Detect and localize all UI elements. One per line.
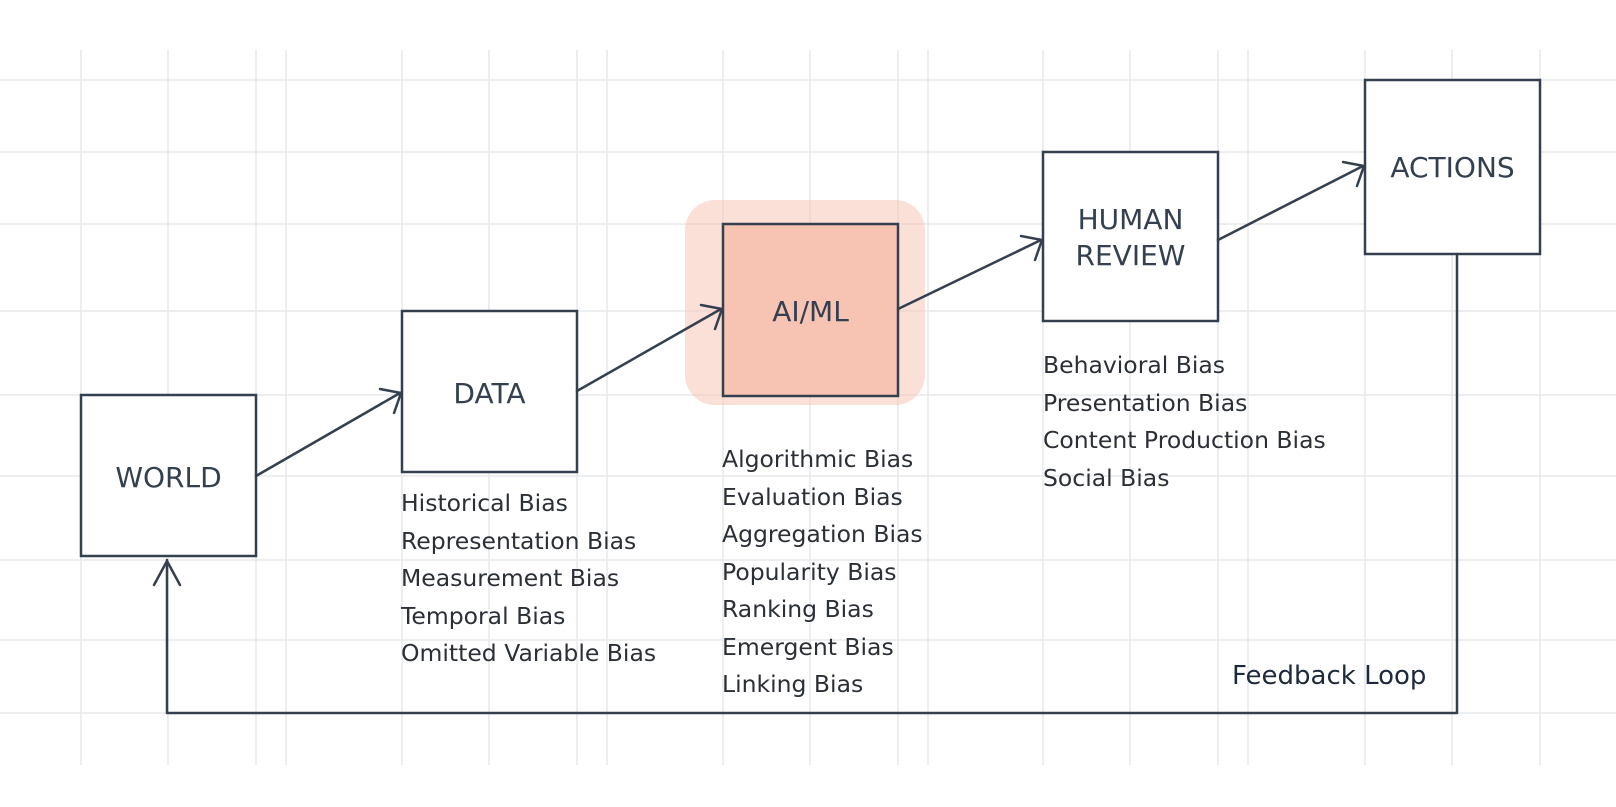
background-grid — [0, 50, 1616, 765]
arrow-world-to-data — [254, 387, 403, 478]
world-box — [79, 393, 258, 558]
aiml-label: AI/ML — [772, 295, 849, 328]
bias-item: Content Production Bias — [1043, 426, 1326, 454]
bias-item: Algorithmic Bias — [722, 445, 914, 473]
world-label: WORLD — [115, 461, 221, 494]
bias-item: Social Bias — [1043, 463, 1170, 492]
aiml-box — [721, 222, 900, 398]
bias-item: Emergent Bias — [722, 632, 894, 661]
data-label: DATA — [453, 377, 525, 410]
feedback-loop-label: Feedback Loop — [1232, 661, 1427, 691]
data-bias-list: Historical Bias Representation Bias Meas… — [401, 485, 656, 673]
arrow-aiml-to-human-review — [896, 234, 1044, 311]
aiml-bias-list: Algorithmic Bias Evaluation Bias Aggrega… — [722, 441, 923, 704]
bias-item: Evaluation Bias — [722, 482, 903, 511]
data-box — [400, 309, 579, 474]
human-review-box — [1041, 150, 1220, 323]
bias-item: Linking Bias — [722, 670, 864, 698]
bias-item: Ranking Bias — [722, 595, 874, 623]
arrow-human-review-to-actions — [1216, 160, 1366, 242]
bias-item: Temporal Bias — [401, 601, 566, 630]
human-review-label-line-1: HUMAN — [1078, 203, 1184, 236]
arrow-data-to-aiml — [575, 303, 724, 393]
feedback-loop-arrow — [152, 252, 1459, 715]
bias-item: Representation Bias — [401, 526, 637, 555]
bias-item: Aggregation Bias — [722, 520, 923, 548]
bias-item: Historical Bias — [401, 489, 568, 517]
bias-item: Measurement Bias — [401, 564, 620, 592]
human-review-bias-list: Behavioral Bias Presentation Bias Conten… — [1043, 347, 1326, 497]
bias-item: Popularity Bias — [722, 557, 897, 586]
bias-item: Behavioral Bias — [1043, 351, 1226, 379]
human-review-label-line-2: REVIEW — [1076, 239, 1186, 272]
actions-box — [1363, 78, 1542, 256]
bias-item: Omitted Variable Bias — [401, 639, 657, 667]
bias-item: Presentation Bias — [1043, 388, 1248, 417]
actions-label: ACTIONS — [1390, 151, 1514, 184]
